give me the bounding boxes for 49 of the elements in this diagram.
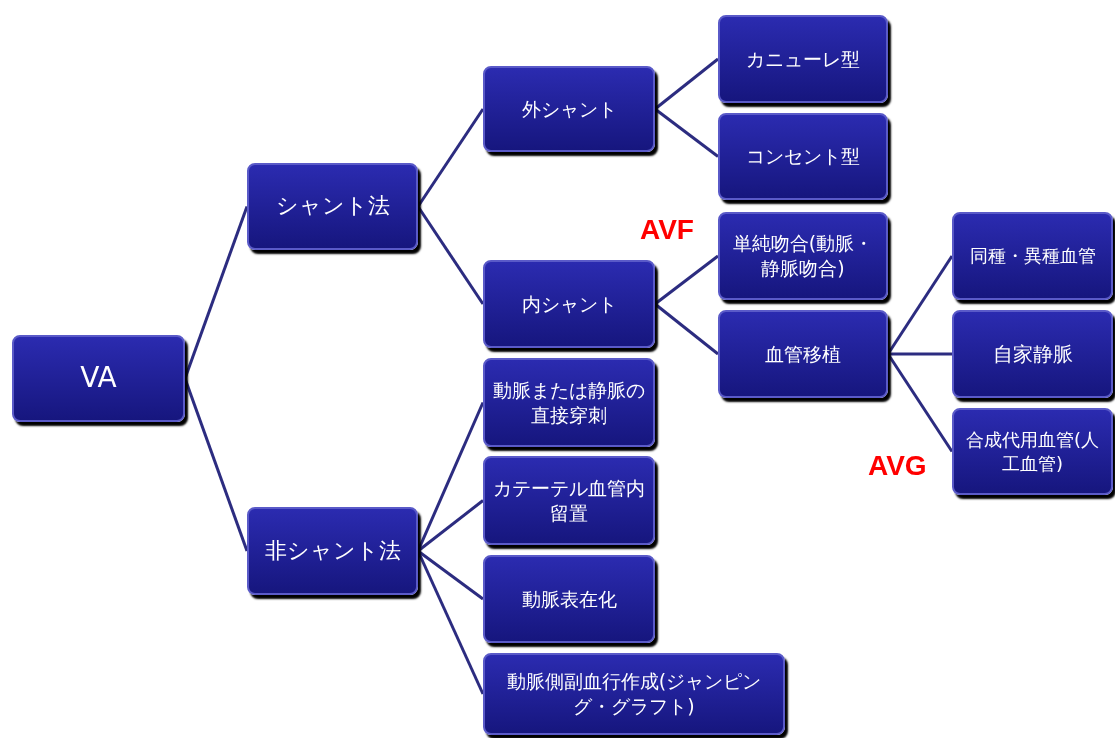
connector-line xyxy=(654,57,719,111)
connector-line xyxy=(886,255,954,355)
root-box xyxy=(12,335,185,422)
category-box xyxy=(247,163,418,250)
box-label: 同種・異種血管 xyxy=(969,244,1096,268)
category-box xyxy=(483,260,655,348)
box-label: VA xyxy=(80,360,117,397)
connector-line xyxy=(183,206,249,379)
box-label: コンセント型 xyxy=(746,144,860,169)
box-label: 血管移植 xyxy=(765,341,841,367)
box-label: カニューレ型 xyxy=(746,46,860,72)
category-box xyxy=(952,408,1113,495)
connector-line xyxy=(417,549,484,601)
connector-line xyxy=(654,302,719,356)
category-box xyxy=(952,310,1113,398)
category-box xyxy=(483,456,655,545)
type-label: AVG xyxy=(868,452,927,480)
connector-line xyxy=(416,550,485,695)
category-box xyxy=(247,507,418,595)
box-label: 動脈側副血行作成(ジャンピング・グラフト) xyxy=(505,669,763,719)
category-box xyxy=(483,358,655,447)
connector-line xyxy=(416,108,485,208)
category-box xyxy=(483,653,785,735)
box-label: 非シャント法 xyxy=(264,536,401,565)
category-box xyxy=(718,212,888,300)
category-box xyxy=(483,555,655,643)
type-label: AVF xyxy=(640,216,694,244)
connector-line xyxy=(417,499,484,553)
connector-line xyxy=(888,352,952,356)
box-label: 外シャント xyxy=(521,96,617,122)
connector-line xyxy=(183,378,249,552)
box-label: 単純吻合(動脈・静脈吻合) xyxy=(731,231,875,281)
box-label: シャント法 xyxy=(275,192,390,221)
connector-line xyxy=(654,107,719,158)
box-label: 合成代用血管(人工血管) xyxy=(965,428,1100,475)
category-box xyxy=(718,310,888,398)
category-box xyxy=(718,15,888,103)
category-box xyxy=(952,212,1113,300)
box-label: 内シャント xyxy=(521,291,617,317)
connector-line xyxy=(416,205,485,305)
box-label: カテーテル血管内留置 xyxy=(493,475,645,526)
connector-line xyxy=(886,353,954,453)
category-box xyxy=(718,113,888,200)
box-label: 自家静脈 xyxy=(992,341,1073,367)
box-label: 動脈または静脈の直接穿刺 xyxy=(493,377,645,428)
category-box xyxy=(483,66,655,152)
box-label: 動脈表在化 xyxy=(521,586,617,612)
connector-line xyxy=(416,401,485,552)
connector-line xyxy=(654,254,719,306)
